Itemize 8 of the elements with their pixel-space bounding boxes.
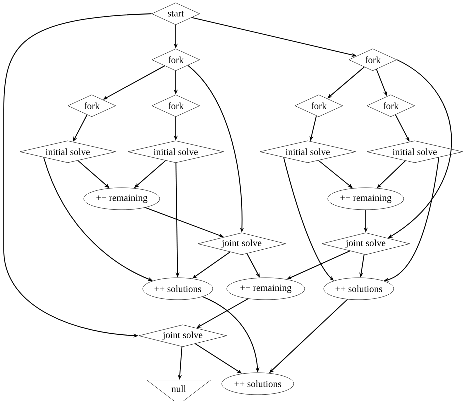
oval-node: ++ solutions <box>324 278 394 300</box>
oval-node: ++ remaining <box>328 188 404 210</box>
oval-node: ++ remaining <box>84 188 160 210</box>
arrow <box>318 160 353 188</box>
oval-node: ++ solutions <box>142 278 214 300</box>
oval-node: ++ remaining <box>226 278 306 300</box>
triangle-node: null <box>146 380 212 401</box>
oval-node: ++ solutions <box>222 372 294 396</box>
